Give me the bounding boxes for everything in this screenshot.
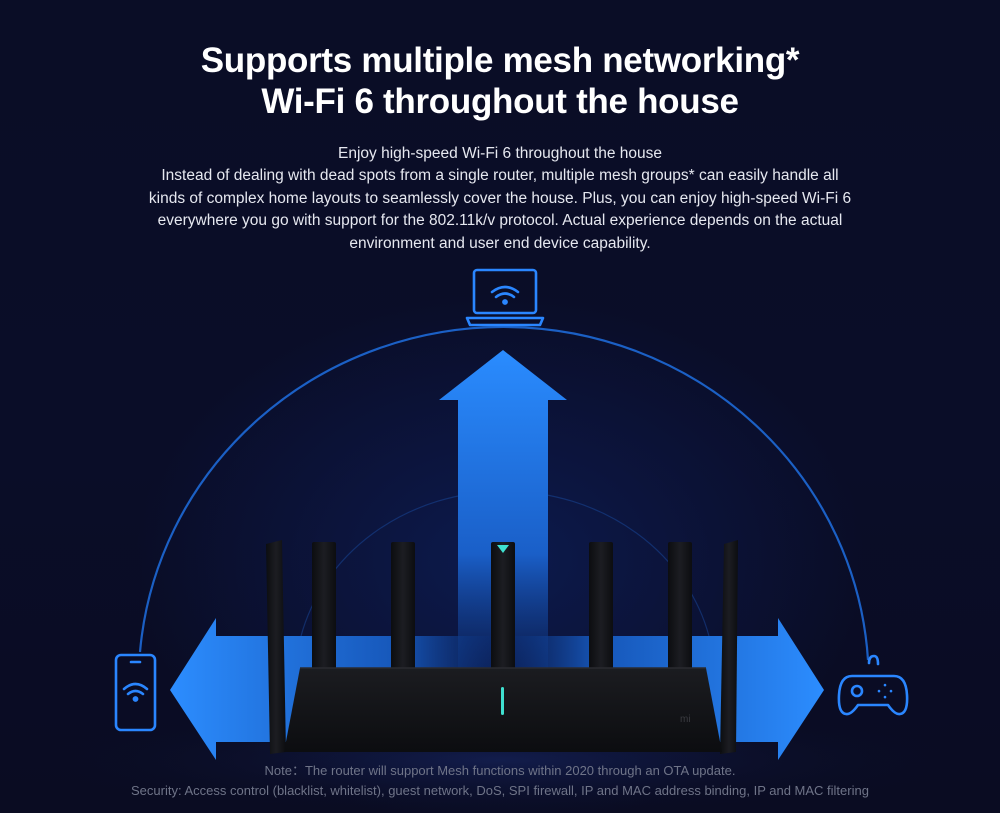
antenna-left bbox=[266, 540, 286, 754]
body-copy: Enjoy high-speed Wi-Fi 6 throughout the … bbox=[100, 143, 900, 255]
footnotes: Note：The router will support Mesh functi… bbox=[0, 761, 1000, 801]
antenna bbox=[312, 542, 336, 672]
headline-line-2: Wi-Fi 6 throughout the house bbox=[261, 82, 739, 121]
phone-wifi-icon bbox=[114, 653, 157, 732]
status-indicator bbox=[501, 687, 504, 715]
body-line-1: Enjoy high-speed Wi-Fi 6 throughout the … bbox=[338, 145, 662, 162]
headline-line-1: Supports multiple mesh networking* bbox=[200, 41, 800, 80]
headline: Supports multiple mesh networking* Wi-Fi… bbox=[0, 40, 1000, 122]
antenna bbox=[491, 542, 515, 672]
antenna bbox=[589, 542, 613, 672]
antenna-right bbox=[720, 540, 738, 754]
security-text: Security: Access control (blacklist, whi… bbox=[131, 783, 869, 798]
body-line-4: everywhere you go with support for the 8… bbox=[157, 212, 843, 230]
antenna bbox=[391, 542, 415, 672]
antenna-indicator bbox=[497, 545, 509, 553]
router: mi bbox=[266, 540, 738, 754]
outer-coverage-arc bbox=[138, 325, 870, 661]
body-line-5: environment and user end device capabili… bbox=[349, 234, 651, 252]
router-logo: mi bbox=[680, 714, 691, 725]
laptop-wifi-icon bbox=[465, 268, 545, 327]
body-line-2: Instead of dealing with dead spots from … bbox=[161, 167, 839, 185]
gamepad-icon bbox=[837, 654, 909, 716]
antenna bbox=[668, 542, 692, 672]
note-text: Note：The router will support Mesh functi… bbox=[264, 763, 736, 778]
arrow-up bbox=[439, 350, 567, 690]
body-line-3: kinds of complex home layouts to seamles… bbox=[148, 189, 852, 207]
